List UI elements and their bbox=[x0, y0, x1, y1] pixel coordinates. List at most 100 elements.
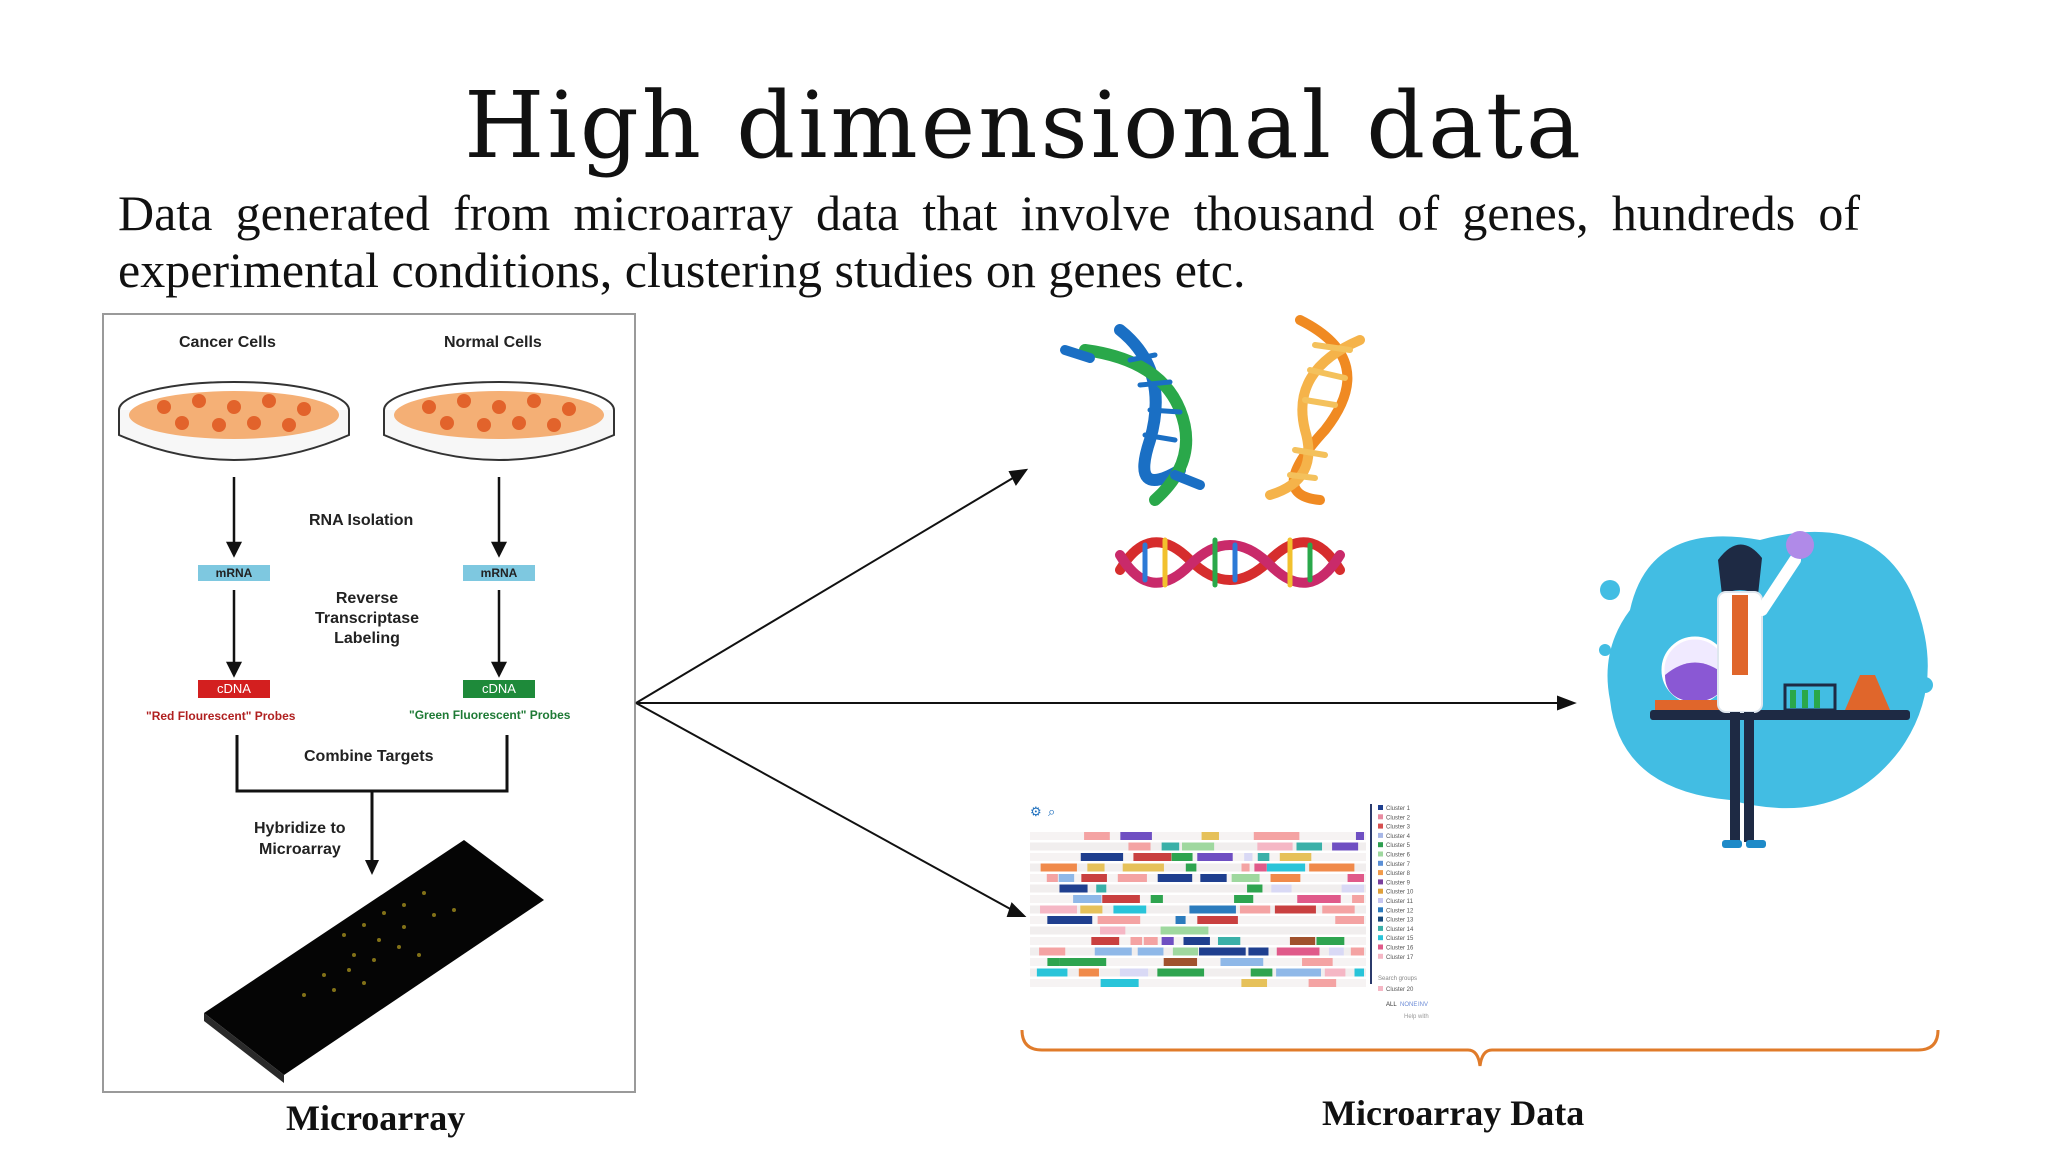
test-tube-rack-icon bbox=[1783, 683, 1837, 712]
slide-title: High dimensional data bbox=[464, 72, 1584, 179]
heatmap-cell bbox=[1047, 916, 1093, 924]
cluster-legend-item[interactable]: Cluster 2 bbox=[1386, 815, 1411, 821]
heatmap-cell bbox=[1163, 958, 1198, 966]
cluster-legend-item[interactable]: Cluster 12 bbox=[1386, 908, 1414, 914]
heatmap-cell bbox=[1350, 947, 1364, 956]
cluster-legend-item[interactable]: Cluster 11 bbox=[1386, 899, 1414, 905]
cluster-legend-item[interactable]: Cluster 3 bbox=[1386, 825, 1411, 831]
cluster-swatch bbox=[1378, 944, 1383, 950]
heatmap-cell bbox=[1161, 842, 1180, 851]
cluster-legend-item[interactable]: Cluster 10 bbox=[1386, 890, 1414, 896]
heatmap-cell bbox=[1352, 895, 1364, 903]
scientist-figure bbox=[1717, 531, 1814, 848]
heatmap-cell bbox=[1189, 905, 1236, 914]
cdna-label-left: cDNA bbox=[217, 681, 251, 696]
heatmap-cell bbox=[1040, 863, 1077, 872]
cluster-legend-item[interactable]: Cluster 15 bbox=[1386, 936, 1414, 942]
mrna-box-left bbox=[198, 565, 270, 581]
heatmap-row bbox=[1030, 832, 1366, 840]
normal-cells-label: Normal Cells bbox=[444, 334, 542, 351]
heatmap-cell bbox=[1081, 874, 1107, 882]
heatmap-cell bbox=[1335, 916, 1364, 924]
cancer-cells-label: Cancer Cells bbox=[179, 334, 276, 351]
heatmap-cell bbox=[1046, 874, 1058, 882]
filter-invert[interactable]: INV bbox=[1418, 1002, 1428, 1008]
cluster-legend: Cluster 1 Cluster 2 Cluster 3 Cluster 4 Clus… bbox=[1378, 805, 1414, 961]
cluster-swatch bbox=[1378, 860, 1383, 866]
cluster-legend-item[interactable]: Cluster 16 bbox=[1386, 946, 1414, 952]
heatmap-cell bbox=[1161, 937, 1174, 945]
cluster-20-swatch bbox=[1378, 986, 1383, 991]
gear-icon[interactable]: ⚙ bbox=[1030, 804, 1042, 819]
normal-petri-dish bbox=[383, 381, 615, 461]
heatmap-cell bbox=[1347, 874, 1364, 882]
heatmap-cell bbox=[1113, 905, 1147, 914]
heatmap-cell bbox=[1100, 926, 1126, 935]
heatmap-cell bbox=[1160, 926, 1209, 935]
filter-all[interactable]: ALL bbox=[1386, 1002, 1397, 1008]
heatmap-cell bbox=[1197, 853, 1233, 861]
cluster-legend-item[interactable]: Cluster 13 bbox=[1386, 918, 1414, 924]
dna-helix-horizontal bbox=[1115, 537, 1345, 588]
heatmap-cell bbox=[1047, 958, 1060, 966]
heatmap-cell bbox=[1341, 884, 1364, 893]
cluster-swatch bbox=[1378, 898, 1383, 903]
heatmap-cell bbox=[1185, 863, 1197, 872]
cdna-box-red bbox=[198, 680, 270, 698]
heatmap-cell bbox=[1231, 874, 1260, 882]
help-label[interactable]: Help with bbox=[1404, 1014, 1429, 1020]
heatmap-cell bbox=[1276, 947, 1320, 956]
heatmap-cell bbox=[1058, 874, 1075, 882]
heatmap-cell bbox=[1247, 884, 1263, 893]
microarray-data-brace bbox=[1020, 1029, 1940, 1067]
mrna-label-left: mRNA bbox=[216, 566, 253, 580]
cluster-swatch bbox=[1378, 925, 1383, 931]
cluster-legend-item[interactable]: Cluster 14 bbox=[1386, 927, 1414, 933]
filter-none[interactable]: NONE bbox=[1400, 1002, 1417, 1008]
heatmap-cell bbox=[1316, 937, 1345, 945]
heatmap-cell bbox=[1175, 916, 1186, 924]
cluster-legend-item[interactable]: Cluster 1 bbox=[1386, 806, 1411, 812]
cluster-20-label: Cluster 20 bbox=[1386, 987, 1414, 993]
search-icon[interactable]: ⌕ bbox=[1048, 804, 1055, 819]
heatmap-cell bbox=[1239, 905, 1271, 914]
cluster-swatch bbox=[1378, 842, 1383, 848]
heatmap-cell bbox=[1355, 832, 1364, 840]
red-probes-label: "Red Flourescent" Probes bbox=[146, 709, 296, 723]
cluster-swatch bbox=[1378, 814, 1383, 820]
microarray-data-thumbnail: ⚙ ⌕ Cluster 1 Cluster 2 Cluster 3 Cluster 4… bbox=[1026, 802, 1436, 1036]
heatmap-cell bbox=[1254, 863, 1267, 872]
cluster-legend-item[interactable]: Cluster 5 bbox=[1386, 843, 1411, 849]
heatmap-cell bbox=[1102, 895, 1140, 903]
lab-table bbox=[1650, 710, 1910, 720]
heatmap-cell bbox=[1094, 947, 1132, 956]
dna-illustrations bbox=[1060, 315, 1365, 588]
heatmap-cell bbox=[1122, 863, 1164, 872]
cluster-legend-item[interactable]: Cluster 17 bbox=[1386, 955, 1414, 961]
microarray-slide bbox=[204, 840, 544, 1083]
cluster-legend-item[interactable]: Cluster 7 bbox=[1386, 862, 1411, 868]
heatmap-row bbox=[1030, 874, 1366, 882]
cluster-legend-item[interactable]: Cluster 6 bbox=[1386, 853, 1411, 859]
heatmap-rows bbox=[1030, 832, 1366, 987]
cancer-petri-dish bbox=[118, 381, 350, 461]
heatmap-cell bbox=[1137, 947, 1164, 956]
heatmap-cell bbox=[1308, 979, 1337, 987]
cluster-swatch bbox=[1378, 870, 1383, 876]
heatmap-cell bbox=[1157, 874, 1193, 882]
heatmap-row bbox=[1030, 958, 1366, 966]
heatmap-svg: ⚙ ⌕ Cluster 1 Cluster 2 Cluster 3 Cluster 4… bbox=[1030, 804, 1429, 1020]
cluster-legend-item[interactable]: Cluster 4 bbox=[1386, 834, 1411, 840]
search-groups-label: Search groups bbox=[1378, 976, 1417, 982]
mrna-label-right: mRNA bbox=[481, 566, 518, 580]
cluster-legend-item[interactable]: Cluster 9 bbox=[1386, 880, 1411, 886]
heatmap-cell bbox=[1271, 884, 1292, 893]
heatmap-cell bbox=[1133, 853, 1172, 861]
cluster-legend-item[interactable]: Cluster 8 bbox=[1386, 871, 1411, 877]
heatmap-cell bbox=[1324, 968, 1346, 977]
heatmap-cell bbox=[1036, 968, 1068, 977]
microarray-diagram-svg: Cancer Cells Normal Cells bbox=[118, 334, 615, 1083]
heatmap-cell bbox=[1266, 863, 1306, 872]
heatmap-cell bbox=[1200, 874, 1227, 882]
